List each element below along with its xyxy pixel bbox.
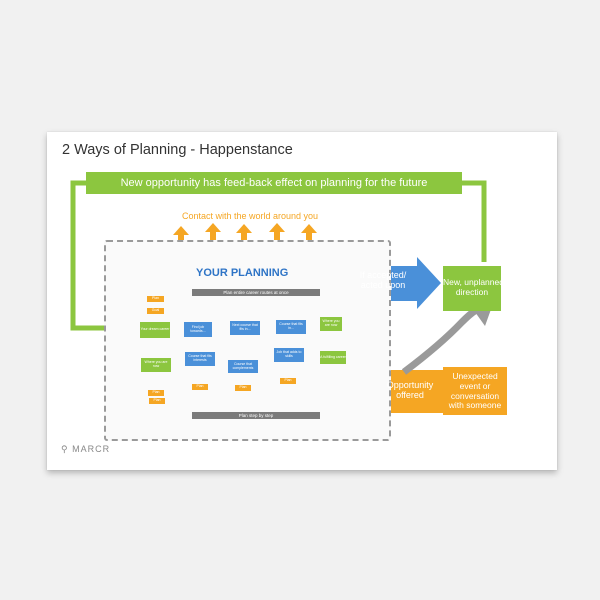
bottom-plan-node: Plan [149,398,165,404]
new-direction-box [443,266,501,311]
contact-label: Contact with the world around you [181,211,319,221]
accepted-label: If accepted/ acted upon [359,270,407,291]
bottom-plan-node: Plan [192,384,208,390]
curve-arrow [401,305,484,375]
opportunity-label: Opportunity offered [386,380,434,401]
top-step-node: Next course that fits in... [230,321,260,335]
your-planning-heading: YOUR PLANNING [196,267,289,279]
top-goal-node: Goal [147,308,164,314]
new-direction-label: New, unplanned direction [443,277,504,297]
unexpected-box [443,367,507,415]
feedback-loop-right [462,180,487,262]
fulfilling-career-node: A fulfilling career [320,351,346,364]
dream-career-node: Your dream career [140,322,170,338]
bottom-plan-node: Plan [235,385,251,391]
top-step-node: Course that fits in... [276,320,306,334]
where-now-node: Where you are now [141,358,171,372]
bar-top: Plan entire career routes at once [192,289,320,296]
logo-icon: ⚲ [61,444,69,454]
bar-bottom: Plan step by step [192,412,320,419]
top-plan-node: Plan [147,296,164,302]
unexpected-label: Unexpected event or conversation with so… [448,371,502,411]
your-planning-area [104,240,391,441]
feedback-loop-left [70,180,127,331]
top-step-node: Find job towards... [184,322,212,337]
top-now-node: Where you are now [320,317,342,331]
bottom-step-node: Job that adds to skills [274,348,304,362]
feedback-banner: New opportunity has feed-back effect on … [86,172,462,194]
bottom-step-node: Course that complements [228,360,258,373]
bottom-plan-node: Plan [280,378,296,384]
bottom-plan-node: Plan [148,390,164,396]
logo: ⚲ MARCR [61,444,111,454]
poster-title: 2 Ways of Planning - Happenstance [62,142,293,158]
bottom-step-node: Course that fits interests [185,352,215,366]
